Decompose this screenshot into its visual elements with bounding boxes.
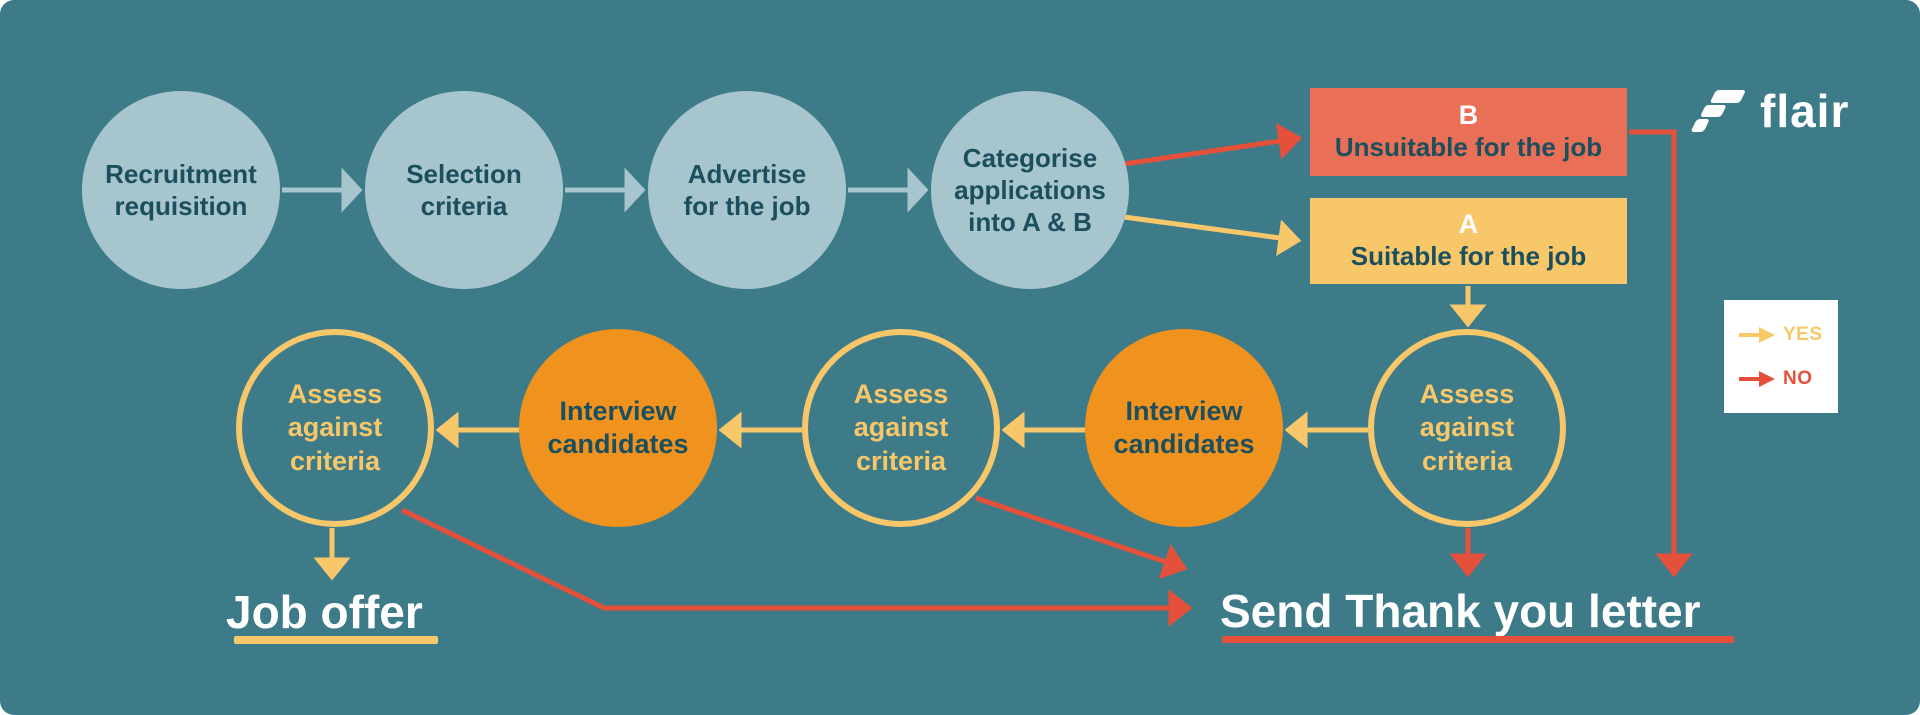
- node-recruitment-requisition[interactable]: Recruitment requisition: [82, 91, 280, 289]
- node-categorise-applications[interactable]: Categorise applications into A & B: [931, 91, 1129, 289]
- node-label: Interview candidates: [1113, 395, 1255, 459]
- category-a-letter: A: [1458, 209, 1479, 240]
- legend-box: YES NO: [1724, 300, 1838, 413]
- node-label: Recruitment requisition: [105, 158, 257, 221]
- arrow-no-to-category-b: [1123, 122, 1303, 167]
- no-arrow-icon: [1739, 370, 1775, 387]
- legend-yes-label: YES: [1783, 323, 1823, 345]
- node-label: Categorise applications into A & B: [954, 142, 1106, 238]
- node-interview-candidates-2[interactable]: Interview candidates: [519, 329, 717, 527]
- node-advertise-for-the-job[interactable]: Advertise for the job: [648, 91, 846, 289]
- job-offer-label: Job offer: [226, 586, 423, 638]
- arrow-b-to-thank-you: [1629, 129, 1693, 578]
- arrow-no-final-assess-to-thank-you: [400, 507, 1193, 627]
- flair-logo-text: flair: [1760, 85, 1850, 137]
- node-assess-against-criteria-3[interactable]: Assess against criteria: [236, 329, 434, 527]
- legend-yes-row: YES: [1737, 324, 1838, 346]
- category-b-letter: B: [1458, 100, 1479, 131]
- node-interview-candidates-1[interactable]: Interview candidates: [1085, 329, 1283, 527]
- flair-logo: flair: [1690, 88, 1849, 134]
- node-label: Selection criteria: [406, 158, 522, 221]
- node-label: Assess against criteria: [1419, 378, 1515, 476]
- node-label: Advertise for the job: [683, 158, 811, 221]
- category-b-label: Unsuitable for the job: [1334, 132, 1603, 163]
- node-assess-against-criteria-2[interactable]: Assess against criteria: [802, 329, 1000, 527]
- arrow-yes-to-category-a: [1123, 214, 1302, 257]
- legend-no-label: NO: [1783, 367, 1813, 389]
- legend-no-row: NO: [1737, 368, 1838, 390]
- node-label: Assess against criteria: [287, 378, 383, 476]
- flair-logo-icon: [1691, 90, 1745, 132]
- node-label: Assess against criteria: [853, 378, 949, 476]
- node-selection-criteria[interactable]: Selection criteria: [365, 91, 563, 289]
- thank-you-letter-label: Send Thank you letter: [1220, 585, 1701, 637]
- node-assess-against-criteria-1[interactable]: Assess against criteria: [1368, 329, 1566, 527]
- yes-arrow-icon: [1739, 326, 1775, 343]
- thank-you-underline: [1222, 636, 1734, 643]
- category-a-box[interactable]: A Suitable for the job: [1310, 198, 1627, 284]
- node-label: Interview candidates: [547, 395, 689, 459]
- job-offer-underline: [234, 636, 438, 644]
- category-b-box[interactable]: B Unsuitable for the job: [1310, 88, 1627, 176]
- category-a-label: Suitable for the job: [1350, 241, 1587, 272]
